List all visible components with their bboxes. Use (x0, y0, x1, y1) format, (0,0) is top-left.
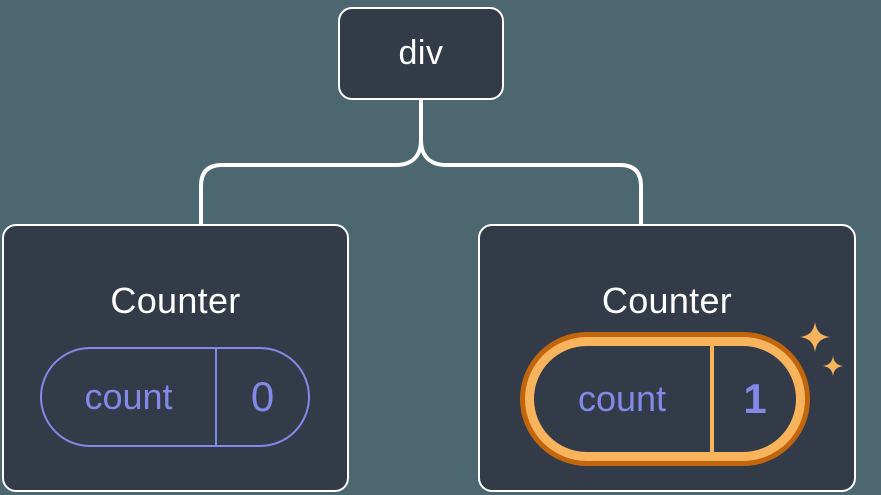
sparkles-icon (800, 322, 830, 352)
state-value: 1 (743, 375, 767, 422)
tree-node-div: div (338, 7, 504, 100)
counter-title: Counter (110, 280, 241, 321)
state-value: 0 (250, 373, 275, 420)
state-pill-highlighted: count 1 (534, 346, 796, 452)
state-highlight-ring-inner: count 1 (525, 337, 805, 461)
counter-node-left: Counter count 0 (2, 224, 349, 492)
counter-node-right: Counter count 1 (478, 224, 856, 492)
pill-divider (215, 349, 217, 445)
pill-divider (710, 346, 714, 452)
connector-branch-right (419, 139, 643, 226)
state-key-label: count (84, 376, 173, 417)
connector-branch-left (199, 139, 423, 226)
div-node-label: div (398, 34, 444, 72)
sparkles-icon (823, 356, 843, 376)
state-highlight-ring: count 1 (520, 332, 810, 466)
counter-title: Counter (601, 280, 733, 321)
state-key-label: count (577, 378, 667, 419)
state-pill: count 0 (40, 347, 310, 447)
